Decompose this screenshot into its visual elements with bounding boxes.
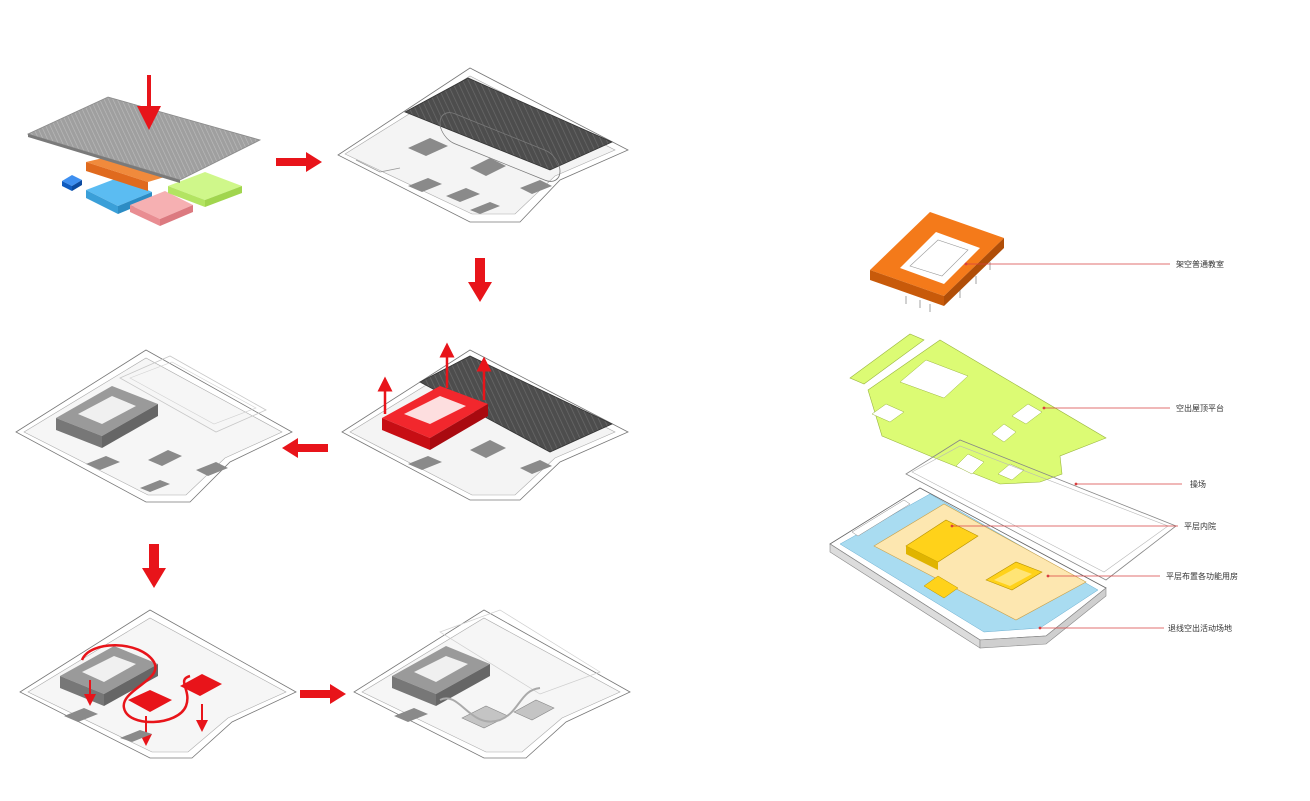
label-playground: 操场 (1190, 479, 1206, 489)
grey-ring (56, 386, 158, 448)
orange-ring (870, 212, 1004, 312)
yellow-courtyard-2 (985, 561, 1043, 591)
green-block (168, 172, 242, 207)
yellow-courtyard (905, 519, 979, 570)
navy-block (62, 175, 82, 191)
label-courtyard: 平层内院 (1184, 521, 1216, 531)
exploded-axonometric: 架空普通教室 空出屋顶平台 操场 平层内院 平层布置各功能用房 退线空出活动场地 (829, 212, 1238, 649)
grey-ring-5 (60, 646, 158, 706)
flow-arrow-right-1 (276, 152, 322, 172)
red-pad-2 (180, 674, 222, 696)
step2-site (337, 67, 629, 223)
grey-ring-6 (392, 646, 490, 706)
step3-lift (341, 342, 629, 501)
flow-arrow-down-2 (142, 544, 166, 588)
label-elevated-classrooms: 架空普通教室 (1176, 259, 1224, 269)
red-pad-1 (128, 690, 172, 712)
step1-massing (26, 75, 262, 226)
grey-deck (26, 96, 262, 183)
label-function-rooms: 平层布置各功能用房 (1166, 571, 1238, 581)
pink-block (130, 191, 193, 226)
label-roof-platform: 空出屋顶平台 (1176, 403, 1224, 413)
red-classroom-ring (382, 386, 488, 450)
flow-arrow-left-1 (282, 438, 328, 458)
step6-final (353, 609, 631, 759)
step5-path (19, 609, 297, 759)
red-route (80, 644, 191, 724)
lime-roof-platform (849, 333, 1107, 485)
ground-slab (829, 487, 1107, 649)
label-setback-area: 退线空出活动场地 (1168, 623, 1232, 633)
step4-ring (15, 349, 293, 503)
leader-lines (952, 263, 1182, 629)
flow-arrow-down-1 (468, 258, 492, 302)
flow-arrow-right-2 (300, 684, 346, 704)
